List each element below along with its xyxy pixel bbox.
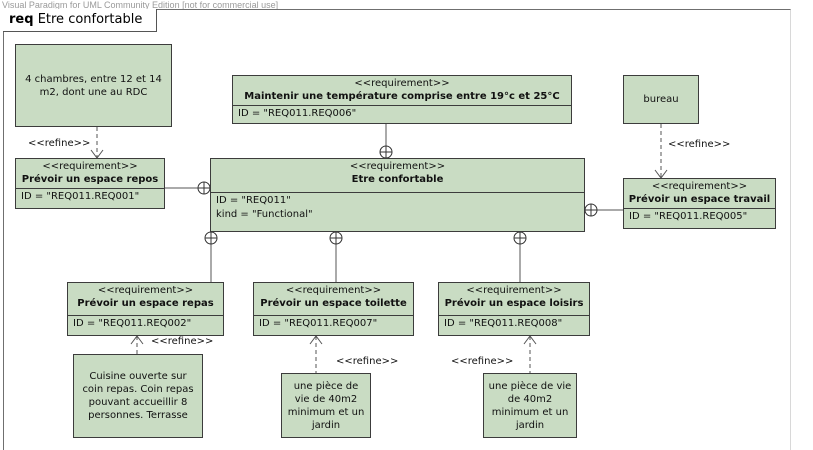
requirement-travail[interactable]: <<requirement>> Prévoir un espace travai… — [623, 178, 776, 229]
stereotype-label: <<requirement>> — [466, 285, 562, 296]
requirement-name: Prévoir un espace repos — [21, 174, 159, 185]
requirement-id: ID = "REQ011.REQ006" — [238, 108, 357, 119]
requirement-id: ID = "REQ011.REQ008" — [444, 318, 563, 329]
requirement-name: Prévoir un espace travail — [628, 194, 771, 205]
requirement-name: Prévoir un espace loisirs — [444, 298, 584, 309]
stereotype-label: <<requirement>> — [97, 285, 194, 296]
containment-symbol-repas — [204, 231, 218, 245]
requirement-id: ID = "REQ011.REQ007" — [259, 318, 378, 329]
refine-label-toilette: <<refine>> — [336, 356, 399, 367]
refine-arrowhead-loisirs — [523, 335, 537, 345]
requirement-repos[interactable]: <<requirement>> Prévoir un espace repos … — [15, 158, 165, 209]
note-chambres[interactable]: 4 chambres, entre 12 et 14 m2, dont une … — [15, 44, 172, 127]
refine-label-repas: <<refine>> — [151, 336, 214, 347]
note-toilette-text: une pièce de vie de 40m2 minimum et un j… — [287, 380, 365, 431]
requirement-main[interactable]: <<requirement>> Etre confortable ID = "R… — [210, 158, 585, 232]
requirement-name: Prévoir un espace toilette — [260, 298, 407, 309]
note-toilette[interactable]: une pièce de vie de 40m2 minimum et un j… — [281, 373, 371, 438]
requirement-name: Etre confortable — [351, 174, 444, 185]
requirement-repas[interactable]: <<requirement>> Prévoir un espace repas … — [67, 282, 224, 336]
refine-label-repos: <<refine>> — [28, 138, 91, 149]
containment-symbol-travail — [584, 203, 598, 217]
requirement-id: ID = "REQ011.REQ005" — [629, 211, 748, 222]
refine-label-travail: <<refine>> — [668, 139, 731, 150]
note-loisirs[interactable]: une pièce de vie de 40m2 minimum et un j… — [483, 373, 577, 438]
requirement-kind: kind = "Functional" — [216, 209, 313, 220]
stereotype-label: <<requirement>> — [651, 181, 748, 192]
frame-keyword: req — [9, 12, 34, 27]
note-bureau-text: bureau — [643, 94, 679, 105]
note-cuisine[interactable]: Cuisine ouverte sur coin repas. Coin rep… — [73, 354, 203, 438]
note-loisirs-text: une pièce de vie de 40m2 minimum et un j… — [488, 380, 572, 431]
watermark: Visual Paradigm for UML Community Editio… — [2, 0, 279, 10]
requirement-id: ID = "REQ011" — [216, 195, 291, 206]
note-chambres-text: 4 chambres, entre 12 et 14 m2, dont une … — [25, 73, 162, 98]
requirement-id: ID = "REQ011.REQ001" — [21, 191, 140, 202]
containment-symbol-toilette — [329, 231, 343, 245]
frame-name: Etre confortable — [37, 12, 143, 27]
requirement-temperature[interactable]: <<requirement>> Maintenir une températur… — [232, 75, 572, 124]
refine-label-loisirs: <<refine>> — [451, 356, 514, 367]
containment-symbol-temperature — [379, 145, 393, 159]
stereotype-label: <<requirement>> — [349, 161, 446, 172]
stereotype-label: <<requirement>> — [42, 161, 138, 172]
requirement-toilette[interactable]: <<requirement>> Prévoir un espace toilet… — [253, 282, 414, 336]
diagram-frame — [3, 9, 791, 450]
containment-symbol-loisirs — [513, 231, 527, 245]
refine-arrowhead-toilette — [309, 335, 323, 345]
requirement-id: ID = "REQ011.REQ002" — [73, 318, 192, 329]
requirement-name: Maintenir une température comprise entre… — [244, 91, 560, 102]
refine-arrowhead-repas — [130, 335, 144, 345]
stereotype-label: <<requirement>> — [285, 285, 382, 296]
requirement-name: Prévoir un espace repas — [77, 298, 214, 309]
note-bureau[interactable]: bureau — [623, 75, 699, 124]
frame-tab: req Etre confortable — [3, 9, 158, 32]
note-cuisine-text: Cuisine ouverte sur coin repas. Coin rep… — [82, 371, 194, 421]
containment-symbol-repos — [197, 181, 211, 195]
requirement-loisirs[interactable]: <<requirement>> Prévoir un espace loisir… — [438, 282, 590, 336]
stereotype-label: <<requirement>> — [354, 78, 450, 89]
